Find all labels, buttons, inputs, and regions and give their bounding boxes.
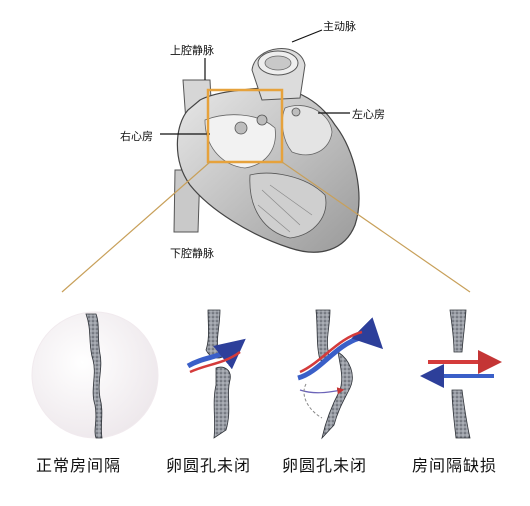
flow-arrow-blue: [186, 338, 246, 370]
panel-asd: [420, 309, 502, 439]
caption-asd: 房间隔缺损: [412, 456, 498, 475]
callout-line-left: [61, 161, 211, 293]
flow-arrow-red: [299, 330, 363, 374]
panel-pfo-1: [186, 309, 246, 439]
panel-pfo-2: [297, 309, 384, 440]
label-inferior-vena-cava: 下腔静脉: [170, 247, 214, 260]
callout-line-right: [281, 161, 471, 293]
septum-lower: [451, 389, 471, 439]
flow-arrow-blue: [297, 317, 384, 381]
label-superior-vena-cava: 上腔静脉: [170, 44, 214, 57]
flow-arrow-thin: [299, 387, 345, 395]
heart-illustration: [160, 29, 360, 253]
label-right-atrium: 右心房: [120, 130, 153, 143]
label-left-atrium: 左心房: [352, 108, 385, 121]
septum-upper: [449, 309, 467, 353]
septum-upper: [205, 309, 225, 359]
caption-normal-septum: 正常房间隔: [36, 456, 122, 475]
septum-lower: [321, 351, 353, 440]
panel-normal-septum: [31, 311, 159, 439]
label-aorta: 主动脉: [323, 20, 356, 33]
flap-dashed-line: [303, 383, 323, 419]
aorta-leader: [291, 29, 323, 43]
septum-highlight-box: [206, 88, 284, 164]
caption-pfo-2: 卵圆孔未闭: [282, 456, 368, 475]
flow-arrow-red: [189, 350, 241, 374]
septum-lower: [213, 366, 231, 439]
septum-wall: [85, 313, 103, 439]
caption-pfo-1: 卵圆孔未闭: [166, 456, 252, 475]
